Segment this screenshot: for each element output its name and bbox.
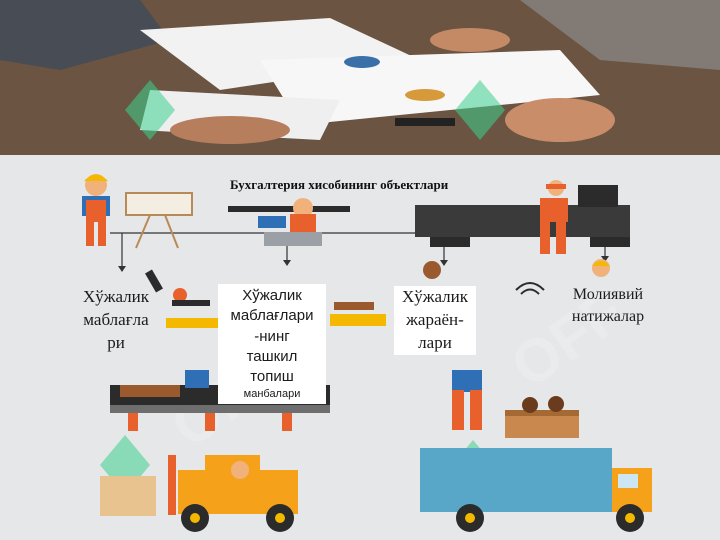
label-line: манбалари (243, 388, 301, 401)
machine-worker-icon (415, 180, 630, 254)
label-line: Хўжалик (82, 287, 150, 306)
parts-box-icon (505, 396, 579, 438)
label-line: Хўжалик (242, 287, 302, 304)
label-asset-sources: Хўжалик маблағлари -нинг ташкил топиш ма… (218, 284, 326, 405)
label-economic-processes: Хўжалик жараён- лари (394, 286, 476, 355)
diagram-title: Бухгалтерия хисобининг объектлари (230, 177, 449, 192)
worker-presenter-icon (82, 174, 193, 249)
label-line: ри (107, 332, 125, 352)
gear-icon (423, 261, 441, 279)
forklift-icon (100, 455, 298, 532)
workbench-icon (228, 198, 350, 246)
label-financial-results: Молиявий натижалар (560, 284, 656, 327)
meeting-photo (0, 0, 720, 155)
label-line: жараён- (406, 309, 464, 329)
conveyor-small-icon (166, 302, 386, 328)
label-line: маблағла (83, 309, 149, 329)
label-economic-assets: Хўжалик маблағла ри (76, 286, 156, 355)
label-line: Молиявий (572, 286, 644, 303)
worker-head-icon (592, 259, 610, 277)
label-line: натижалар (571, 307, 645, 325)
label-line: ташкил (246, 347, 298, 365)
label-line: лари (418, 332, 452, 352)
label-line: -нинг (254, 327, 290, 345)
label-line: маблағлари (230, 307, 314, 325)
wifi-icon (515, 282, 545, 295)
meeting-photo-illustration (0, 0, 720, 155)
label-line: топиш (250, 368, 294, 385)
label-line: Хўжалик (401, 287, 469, 306)
robot-arm-icon (145, 269, 210, 306)
worker-standing-icon (452, 370, 482, 430)
delivery-truck-icon (420, 448, 652, 532)
